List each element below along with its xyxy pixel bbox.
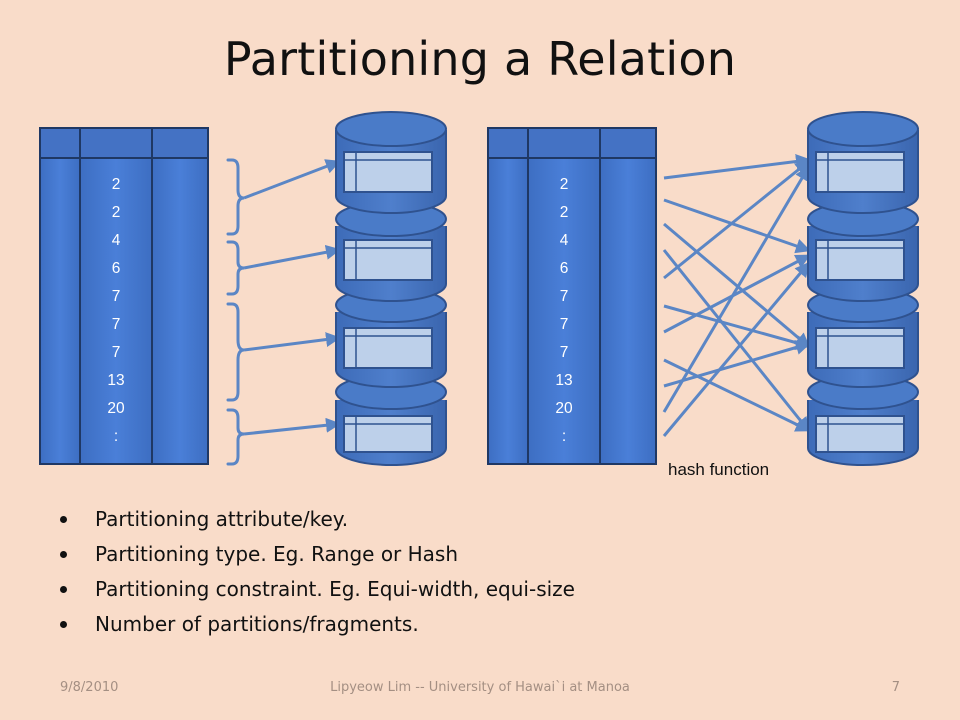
hash-arrow [662,249,810,433]
hash-arrow [663,160,811,280]
bullet-item: Number of partitions/fragments. [60,607,575,642]
partition-stack-right [807,111,919,466]
hash-arrow [663,198,811,254]
bullet-text: Partitioning attribute/key. [95,507,349,531]
bullet-dot-icon [60,516,67,523]
column-values-left: 2 2 4 6 7 7 7 13 20 : [107,176,125,445]
hash-arrow [663,358,811,432]
hash-function-label: hash function [668,460,769,479]
arrow-range-1 [243,159,341,200]
partition-disk [335,111,447,214]
value-cell: : [114,428,118,445]
hash-arrow [662,261,810,437]
partition-disk [807,287,919,388]
value-cell: 7 [112,288,121,305]
footer-date: 9/8/2010 [60,680,119,695]
column-values-right: 2 2 4 6 7 7 7 13 20 : [555,176,573,445]
partition-disk [807,374,919,466]
bullet-text: Number of partitions/fragments. [95,612,419,636]
bracket-range-2 [226,240,245,296]
partition-disk [335,374,447,466]
hash-arrow [663,154,811,180]
range-arrows [243,159,341,436]
value-cell: 4 [560,232,569,249]
value-cell: 4 [112,232,121,249]
hash-arrow [663,254,811,334]
value-cell: 7 [112,344,121,361]
hash-arrow [663,304,811,351]
footer-author: Lipyeow Lim -- University of Hawai`i at … [330,680,630,695]
value-cell: 6 [560,260,569,277]
value-cell: 2 [112,204,121,221]
hash-arrow [663,222,811,348]
arrow-range-3 [243,332,341,352]
bullet-list: Partitioning attribute/key. Partitioning… [60,502,575,642]
bullet-dot-icon [60,586,67,593]
partition-disk [335,287,447,388]
value-cell: 2 [560,204,569,221]
value-cell: 13 [555,372,572,389]
value-cell: 7 [560,316,569,333]
partition-disk [807,111,919,214]
value-cell: 20 [107,400,125,417]
value-cell: 20 [555,400,573,417]
partition-disk [807,201,919,302]
hash-arrow [662,165,810,413]
page-title: Partitioning a Relation [223,32,737,86]
bullet-dot-icon [60,621,67,628]
bullet-item: Partitioning type. Eg. Range or Hash [60,537,575,572]
bracket-range-3 [226,302,245,402]
relation-table-left: 2 2 4 6 7 7 7 13 20 : [39,127,209,465]
value-cell: 7 [560,288,569,305]
value-cell: 7 [112,316,121,333]
value-cell: 2 [112,176,121,193]
arrow-range-2 [243,244,341,270]
value-cell: : [562,428,566,445]
value-cell: 7 [560,344,569,361]
value-cell: 6 [112,260,121,277]
arrow-range-4 [243,417,341,436]
bracket-range-4 [226,408,245,466]
hash-arrows [662,154,811,437]
partition-disk [335,201,447,302]
range-brackets [226,158,245,466]
bullet-text: Partitioning type. Eg. Range or Hash [95,542,459,566]
bullet-item: Partitioning constraint. Eg. Equi-width,… [60,572,575,607]
bullet-text: Partitioning constraint. Eg. Equi-width,… [95,577,575,601]
value-cell: 2 [560,176,569,193]
bullet-item: Partitioning attribute/key. [60,502,575,537]
hash-arrow [663,340,811,388]
value-cell: 13 [107,372,124,389]
bracket-range-1 [226,158,245,236]
footer-page-number: 7 [891,680,900,695]
partition-stack-left [335,111,447,466]
bullet-dot-icon [60,551,67,558]
relation-table-right: 2 2 4 6 7 7 7 13 20 : [487,127,657,465]
